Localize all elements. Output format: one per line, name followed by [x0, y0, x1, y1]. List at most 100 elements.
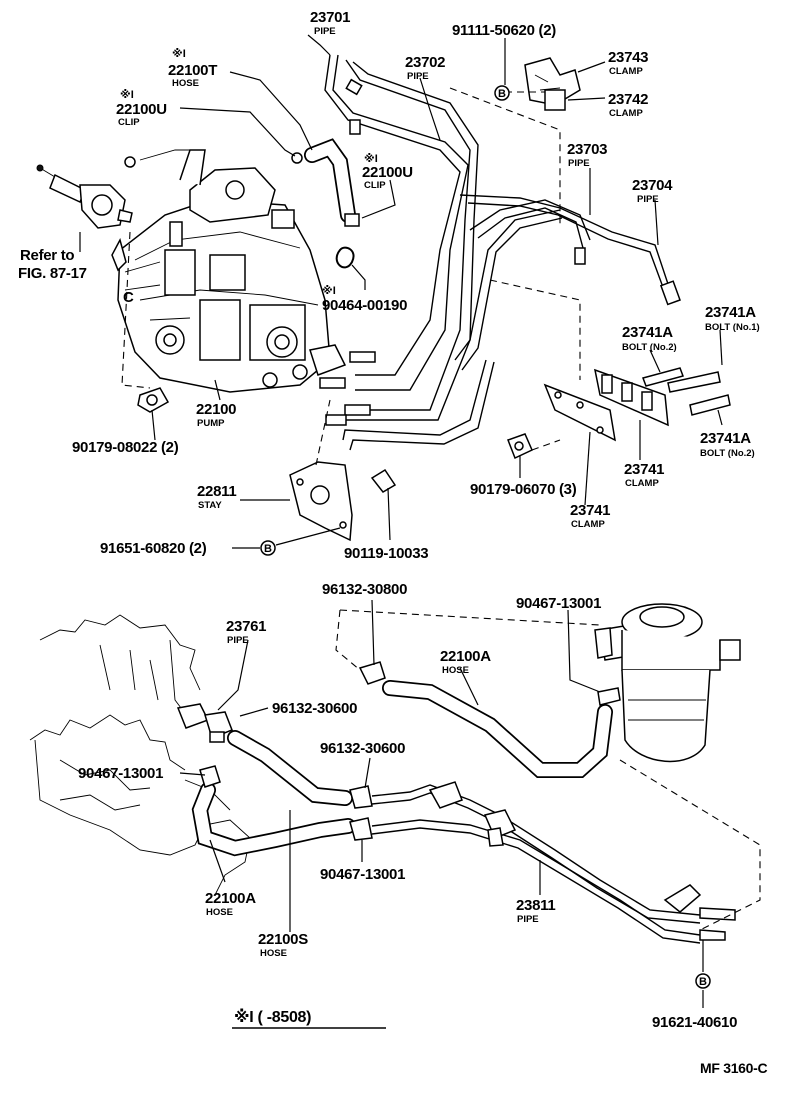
svg-text:Refer to: Refer to [20, 247, 74, 264]
label-22100A-b: 22100A HOSE [205, 890, 257, 918]
label-90467-c: 90467-13001 [320, 866, 405, 883]
hose-22100A-lower [191, 782, 356, 857]
injection-pump: C [111, 149, 347, 393]
svg-text:23811: 23811 [516, 897, 555, 914]
figure-code: MF 3160-C [700, 1060, 768, 1076]
svg-text:HOSE: HOSE [260, 948, 287, 959]
svg-text:90467-13001: 90467-13001 [78, 765, 163, 782]
svg-text:96132-30600: 96132-30600 [272, 700, 357, 717]
svg-text:23743: 23743 [608, 49, 648, 66]
svg-text:90467-13001: 90467-13001 [516, 595, 601, 612]
label-23743: 23743 CLAMP [608, 49, 649, 77]
svg-text:23702: 23702 [405, 54, 445, 71]
svg-text:23741A: 23741A [700, 430, 751, 447]
label-23741: 23741 CLAMP [624, 461, 665, 489]
label-23701: 23701 PIPE [310, 9, 351, 37]
svg-text:STAY: STAY [198, 500, 222, 511]
svg-text:PIPE: PIPE [407, 71, 429, 82]
label-91111: 91111-50620 (2) [452, 22, 557, 39]
svg-text:CLIP: CLIP [364, 180, 386, 191]
label-22100: 22100 PUMP [196, 401, 237, 429]
label-90179-06070: 90179-06070 (3) [470, 481, 577, 498]
label-96132-30600-a: 96132-30600 [272, 700, 357, 717]
svg-text:90464-00190: 90464-00190 [322, 297, 407, 314]
svg-text:90179-06070 (3): 90179-06070 (3) [470, 481, 577, 498]
svg-text:22100S: 22100S [258, 931, 308, 948]
label-23741-b: 23741 CLAMP [570, 502, 611, 530]
svg-text:※I: ※I [120, 89, 134, 101]
clip-90464 [335, 246, 355, 269]
label-22100A-a: 22100A HOSE [440, 648, 492, 676]
label-refer: Refer to FIG. 87-17 [18, 247, 87, 282]
label-22100T: ※I 22100T HOSE [168, 48, 218, 89]
label-96132-30800: 96132-30800 [322, 581, 407, 598]
label-96132-30600-b: 96132-30600 [320, 740, 405, 757]
svg-text:23741A: 23741A [622, 324, 673, 341]
svg-text:22100U: 22100U [116, 101, 167, 118]
svg-text:96132-30800: 96132-30800 [322, 581, 407, 598]
svg-text:BOLT (No.2): BOLT (No.2) [700, 448, 755, 459]
svg-text:CLAMP: CLAMP [625, 478, 659, 489]
svg-text:CLAMP: CLAMP [609, 108, 643, 119]
b-marker-text: B [699, 976, 707, 988]
bolts-23741A [642, 367, 731, 416]
label-90179-08022: 90179-08022 (2) [72, 439, 179, 456]
svg-text:23761: 23761 [226, 618, 266, 635]
svg-text:91111-50620 (2): 91111-50620 (2) [452, 22, 556, 39]
svg-text:※I: ※I [364, 153, 378, 165]
label-23761: 23761 PIPE [226, 618, 267, 646]
svg-text:FIG. 87-17: FIG. 87-17 [18, 265, 87, 282]
footnote: ※I ( -8508) [232, 1008, 386, 1029]
label-90467-b: 90467-13001 [78, 765, 163, 782]
injection-pipes [319, 54, 681, 451]
svg-text:22100A: 22100A [205, 890, 256, 907]
svg-text:PIPE: PIPE [568, 158, 590, 169]
label-23741A-2: 23741A BOLT (No.2) [622, 324, 677, 353]
svg-text:CLAMP: CLAMP [571, 519, 605, 530]
svg-text:※I: ※I [322, 285, 336, 297]
pipe-23811 [371, 781, 736, 944]
clamp-23743-23742 [524, 57, 581, 111]
nut-90179-08022 [137, 387, 170, 413]
label-23742: 23742 CLAMP [608, 91, 649, 119]
svg-text:23703: 23703 [567, 141, 607, 158]
label-23702: 23702 PIPE [405, 54, 446, 82]
fuel-filter [594, 603, 741, 763]
label-22100U-b: ※I 22100U CLIP [362, 153, 413, 191]
svg-text:PIPE: PIPE [637, 194, 659, 205]
label-90464: ※I 90464-00190 [322, 285, 407, 314]
bottom-dashed-lines [335, 609, 761, 931]
label-90467-a: 90467-13001 [516, 595, 601, 612]
label-22100S: 22100S HOSE [258, 931, 309, 959]
b-marker-bottom: B [695, 973, 711, 989]
hose-22100A-upper [358, 661, 621, 778]
svg-text:HOSE: HOSE [206, 907, 233, 918]
clamps-23741 [543, 368, 669, 442]
svg-text:HOSE: HOSE [442, 665, 469, 676]
label-23704: 23704 PIPE [632, 177, 673, 205]
svg-text:C: C [123, 289, 134, 306]
svg-text:90467-13001: 90467-13001 [320, 866, 405, 883]
svg-text:CLAMP: CLAMP [609, 66, 643, 77]
leader-lines [151, 34, 723, 1008]
svg-text:PUMP: PUMP [197, 418, 225, 429]
svg-text:BOLT (No.2): BOLT (No.2) [622, 342, 677, 353]
svg-text:HOSE: HOSE [172, 78, 199, 89]
b-marker-text: B [264, 543, 272, 555]
svg-text:90179-08022 (2): 90179-08022 (2) [72, 439, 179, 456]
engine-block [29, 614, 251, 896]
label-23703: 23703 PIPE [567, 141, 608, 169]
label-23811: 23811 PIPE [516, 897, 556, 925]
label-91651: 91651-60820 (2) [100, 540, 207, 557]
svg-text:CLIP: CLIP [118, 117, 140, 128]
label-91621: 91621-40610 [652, 1014, 737, 1031]
label-90119: 90119-10033 [344, 545, 429, 562]
b-marker-text: B [498, 88, 506, 100]
svg-text:22100T: 22100T [168, 62, 217, 79]
svg-text:22811: 22811 [197, 483, 236, 500]
label-23741A-1: 23741A BOLT (No.1) [705, 304, 760, 333]
hose-22100T [291, 138, 360, 227]
svg-text:PIPE: PIPE [314, 26, 336, 37]
svg-text:PIPE: PIPE [517, 914, 539, 925]
svg-text:PIPE: PIPE [227, 635, 249, 646]
